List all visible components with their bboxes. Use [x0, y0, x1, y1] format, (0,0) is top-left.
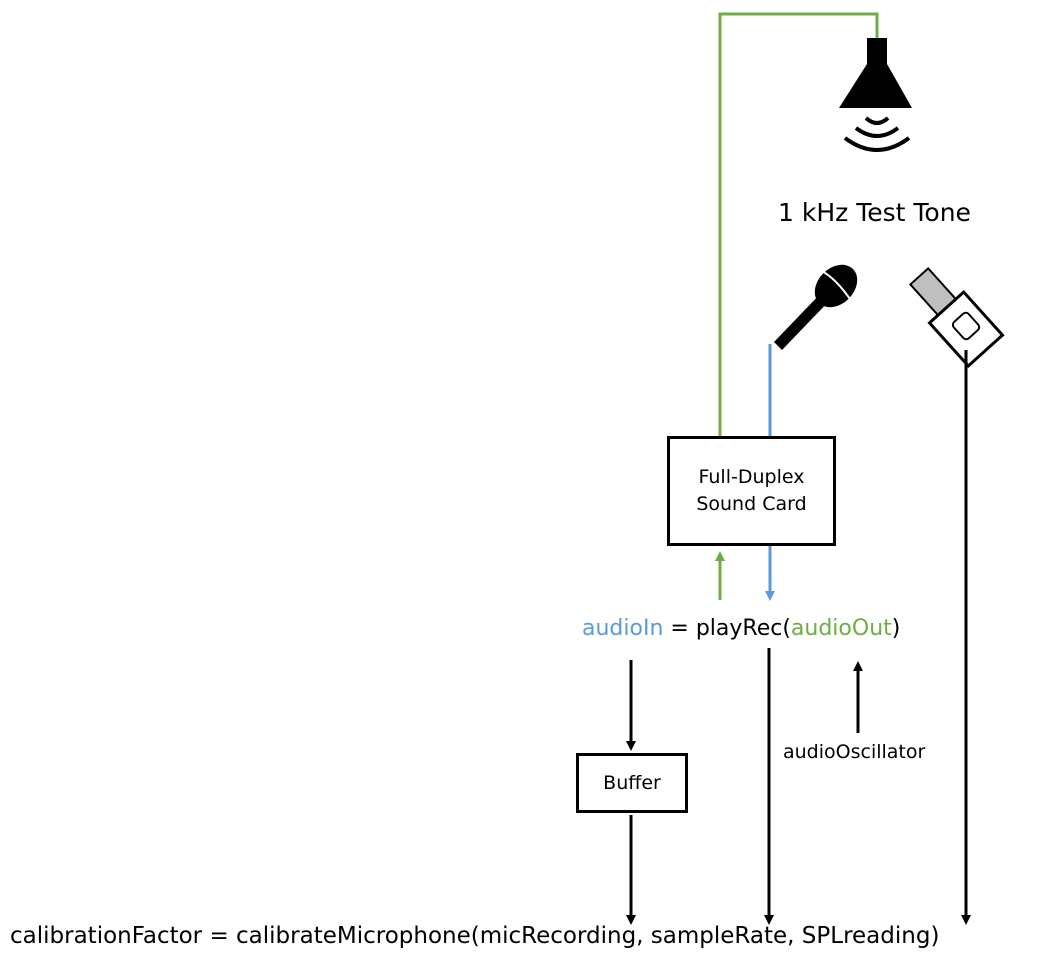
spl-meter-icon [908, 266, 1005, 369]
calibration-expression: calibrationFactor = calibrateMicrophone(… [10, 923, 940, 949]
playrec-expression: audioIn = playRec(audioOut) [582, 616, 900, 641]
speaker-icon [839, 38, 912, 152]
microphone-icon [774, 264, 858, 350]
audio-oscillator-label: audioOscillator [783, 741, 926, 763]
buffer-label: Buffer [603, 771, 661, 794]
buffer-box: Buffer [576, 753, 688, 813]
sound-card-label-line2: Sound Card [696, 493, 807, 515]
audio-in-variable: audioIn [582, 616, 664, 641]
audio-out-variable: audioOut [790, 616, 892, 641]
sound-card-label-line1: Full-Duplex [698, 466, 805, 488]
test-tone-label: 1 kHz Test Tone [778, 198, 971, 227]
speaker-output-wire [718, 12, 879, 436]
sound-card-box: Full-Duplex Sound Card [667, 436, 836, 546]
playrec-close-paren: ) [891, 616, 901, 641]
playrec-function: playRec( [695, 616, 791, 641]
playrec-equals: = [663, 616, 696, 641]
